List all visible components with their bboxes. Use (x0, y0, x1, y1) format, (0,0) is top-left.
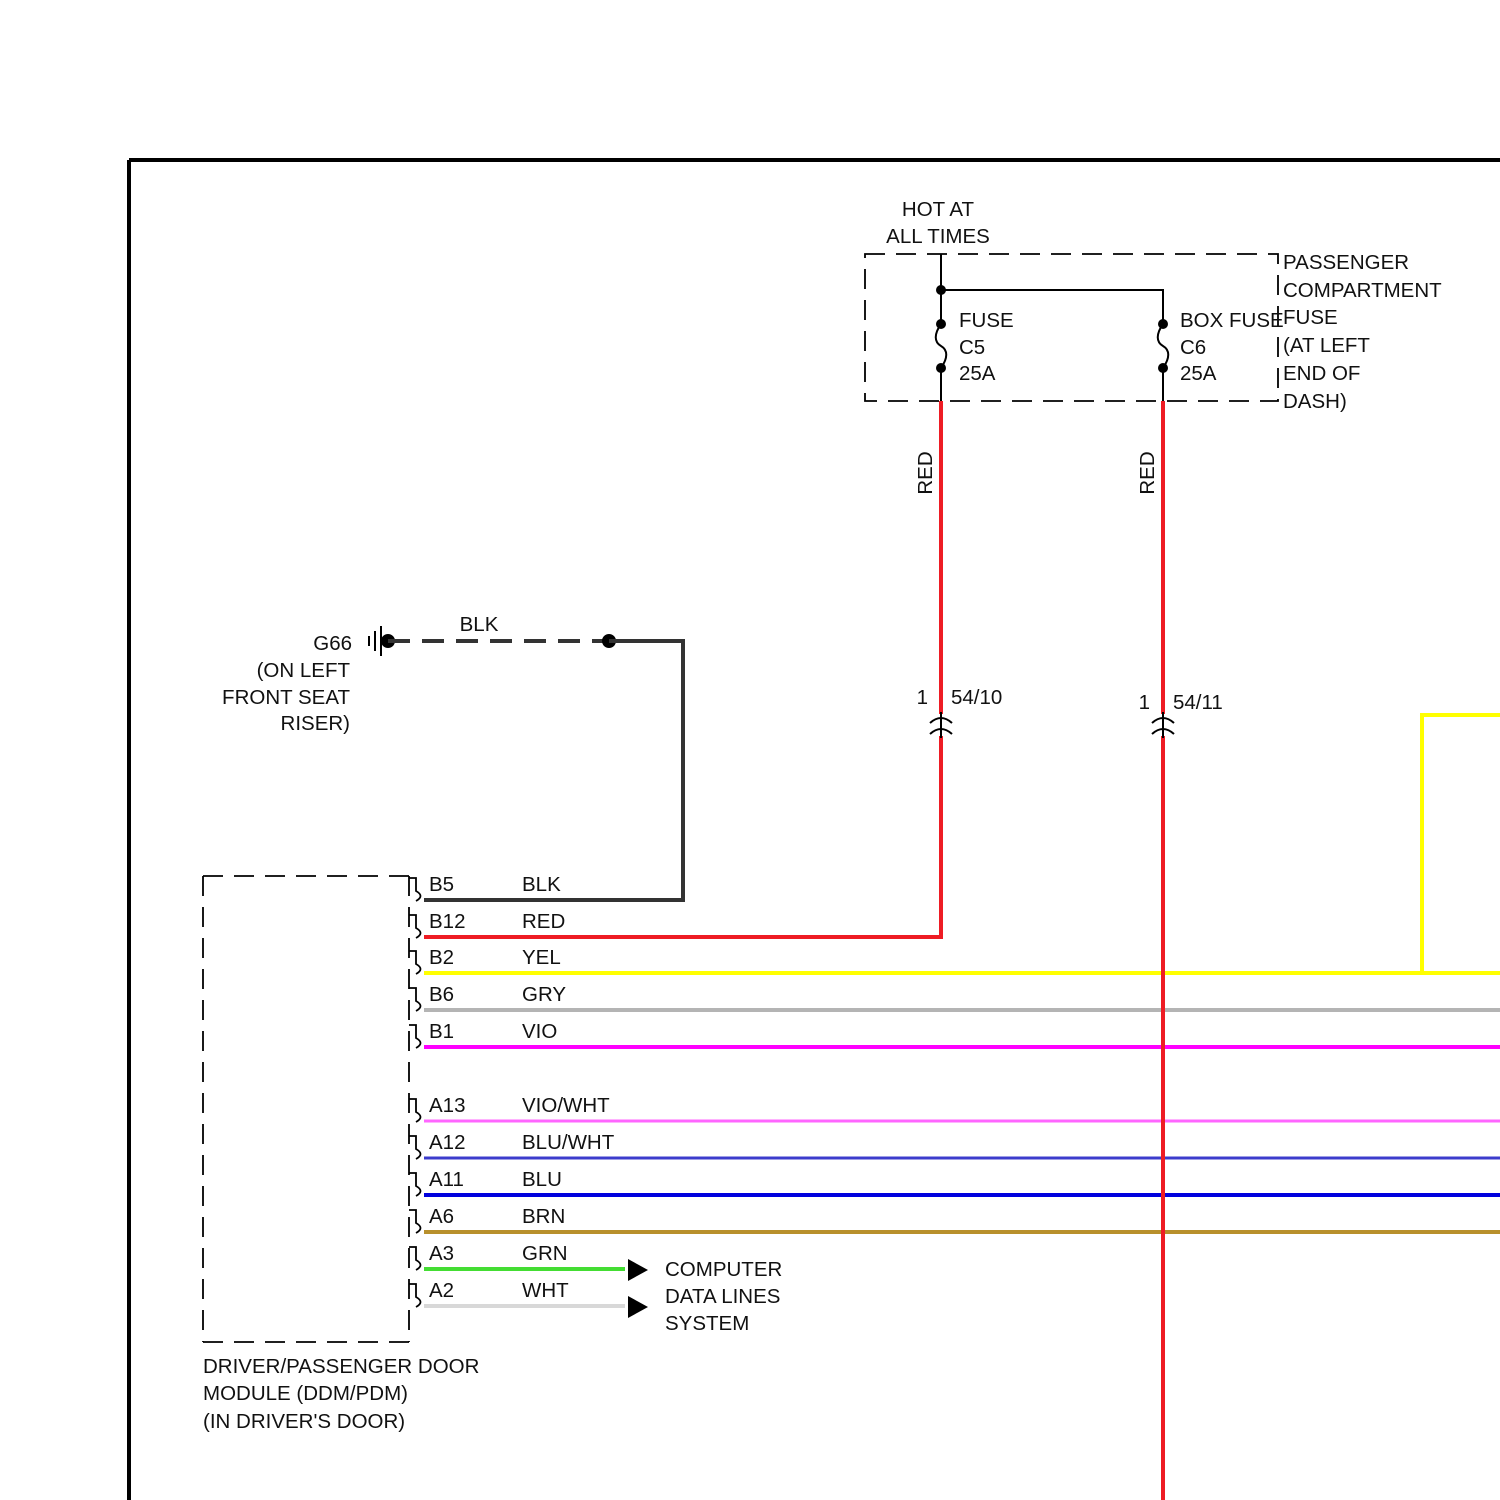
fuse-box: PASSENGER COMPARTMENT FUSE (AT LEFT END … (865, 251, 1442, 413)
fuse-c5-line-3: 25A (959, 362, 996, 385)
module-label-line-2: MODULE (DDM/PDM) (203, 1382, 408, 1405)
feed-wire-c6: RED 1 54/11 (1136, 401, 1223, 1500)
feed-wire-c6-pin: 1 (1139, 691, 1150, 714)
fuse-symbol-icon (936, 324, 947, 368)
pin-connector-icon (409, 1210, 421, 1233)
wire-color-label-b5: BLK (522, 873, 561, 896)
pin-label-a2: A2 (429, 1279, 454, 1302)
data-lines-label-line-3: SYSTEM (665, 1312, 749, 1335)
fuse-box-label-line-1: PASSENGER (1283, 251, 1409, 274)
data-lines-label: COMPUTER DATA LINES SYSTEM (665, 1258, 782, 1335)
fuse-c6: BOX FUSE C6 25A (1158, 309, 1284, 401)
feed-wire-c5-connector: 54/10 (951, 686, 1002, 709)
ground-wire-label: BLK (460, 613, 499, 636)
wire-color-label-a6: BRN (522, 1205, 565, 1228)
fuse-c6-line-1: BOX FUSE (1180, 309, 1284, 332)
feed-wire-c5-color: RED (914, 451, 937, 494)
pin-connector-icon (409, 1284, 421, 1307)
pin-label-a11: A11 (429, 1168, 464, 1191)
pin-connector-icon (409, 1136, 421, 1159)
pin-connector-icon (409, 988, 421, 1011)
fuse-box-label-line-5: END OF (1283, 362, 1360, 385)
feed-wire-c6-color: RED (1136, 451, 1159, 494)
pin-label-b2: B2 (429, 946, 454, 969)
arrow-right-icon (628, 1296, 648, 1318)
wire-color-label-a11: BLU (522, 1168, 562, 1191)
pin-connector-icon (409, 1099, 421, 1122)
ground-location-line-2: FRONT SEAT (222, 686, 350, 709)
fuse-box-label-line-6: DASH) (1283, 390, 1347, 413)
pin-label-b6: B6 (429, 983, 454, 1006)
fuse-c5-line-1: FUSE (959, 309, 1014, 332)
pin-label-a6: A6 (429, 1205, 454, 1228)
pin-connector-icon (409, 1025, 421, 1048)
yellow-wire-riser (1160, 715, 1500, 973)
wire-color-label-b2: YEL (522, 946, 561, 969)
splice-dot (936, 285, 946, 295)
pin-label-b5: B5 (429, 873, 454, 896)
connector-icon (1151, 712, 1175, 738)
ground-location-line-3: RISER) (281, 712, 350, 735)
pin-label-b12: B12 (429, 910, 465, 933)
fuse-box-label-line-2: COMPARTMENT (1283, 279, 1442, 302)
wire-color-label-a12: BLU/WHT (522, 1131, 615, 1154)
feed-wire-c5: RED 1 54/10 (424, 401, 1002, 937)
wire-color-label-a13: VIO/WHT (522, 1094, 610, 1117)
ground-id: G66 (313, 632, 352, 655)
pin-connector-icon (409, 915, 421, 938)
connector-icon (929, 712, 953, 738)
wire-color-label-a2: WHT (522, 1279, 569, 1302)
pin-connector-icon (409, 951, 421, 974)
pin-connector-icon (409, 1247, 421, 1270)
fuse-c5: FUSE C5 25A (936, 309, 1014, 401)
module-label-line-3: (IN DRIVER'S DOOR) (203, 1410, 405, 1433)
power-source-line-2: ALL TIMES (886, 225, 990, 248)
pin-label-a12: A12 (429, 1131, 465, 1154)
data-lines-label-line-1: COMPUTER (665, 1258, 782, 1281)
power-source-line-1: HOT AT (902, 198, 975, 221)
wire-color-label-a3: GRN (522, 1242, 568, 1265)
module-label-line-1: DRIVER/PASSENGER DOOR (203, 1355, 479, 1378)
fuse-box-label-line-3: FUSE (1283, 306, 1338, 329)
pin-connector-icon (409, 1173, 421, 1196)
ground-g66: BLK G66 (ON LEFT FRONT SEAT RISER) (222, 613, 683, 900)
fuse-c5-line-2: C5 (959, 336, 985, 359)
fuse-symbol-icon (1158, 324, 1169, 368)
feed-wire-c5-pin: 1 (917, 686, 928, 709)
wire-color-label-b6: GRY (522, 983, 566, 1006)
power-source-label: HOT AT ALL TIMES (886, 198, 990, 248)
diagram-frame (129, 160, 1500, 1500)
ground-location-line-1: (ON LEFT (257, 659, 351, 682)
pin-label-b1: B1 (429, 1020, 454, 1043)
wire-color-label-b12: RED (522, 910, 565, 933)
data-lines-label-line-2: DATA LINES (665, 1285, 780, 1308)
feed-wire-c6-connector: 54/11 (1173, 691, 1223, 714)
ground-symbol-icon (369, 626, 381, 656)
fuse-box-label-line-4: (AT LEFT (1283, 334, 1370, 357)
pin-label-a3: A3 (429, 1242, 454, 1265)
arrow-right-icon (628, 1259, 648, 1281)
wire-color-label-b1: VIO (522, 1020, 557, 1043)
fuse-c6-line-2: C6 (1180, 336, 1206, 359)
pin-label-a13: A13 (429, 1094, 465, 1117)
data-lines-arrows (628, 1259, 648, 1318)
fuse-c6-line-3: 25A (1180, 362, 1217, 385)
pin-connector-icon (409, 878, 421, 901)
